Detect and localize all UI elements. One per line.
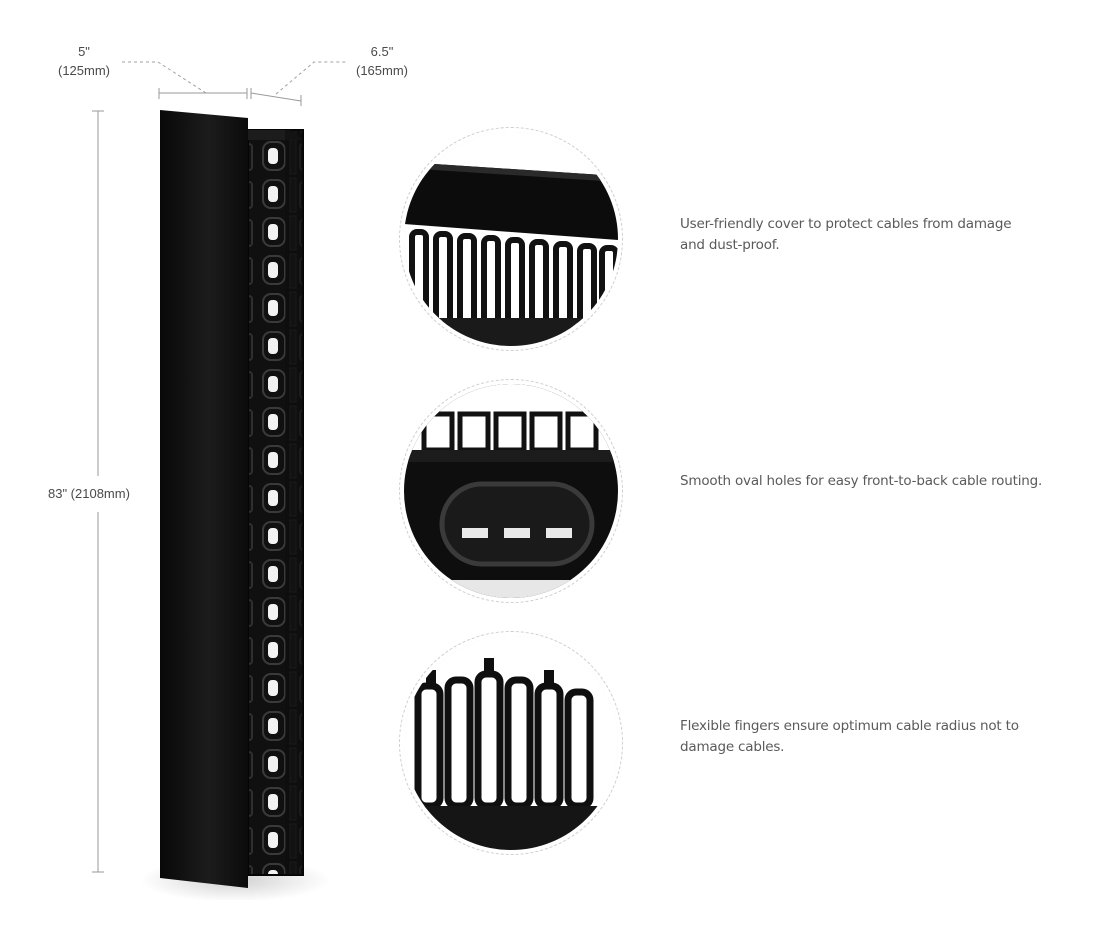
fingers-detail-image: [404, 636, 618, 850]
feature-fingers-text: Flexible fingers ensure optimum cable ra…: [680, 718, 1019, 755]
cover-detail-image: [404, 132, 618, 346]
dimension-width-front-mm: (125mm): [57, 63, 110, 78]
dimension-width-front: 5" (125mm): [48, 42, 120, 80]
dimension-width-front-inches: 5": [78, 44, 90, 59]
cable-manager-image: [140, 100, 330, 900]
dimension-width-side: 6.5" (165mm): [346, 42, 418, 80]
dimension-width-side-inches: 6.5": [370, 44, 394, 59]
feature-oval-holes-text: Smooth oval holes for easy front-to-back…: [680, 473, 1043, 489]
zoom-fingers-detail: [399, 631, 623, 855]
oval-holes-detail-image: [404, 384, 618, 598]
zoom-oval-holes-detail: [399, 379, 623, 603]
zoom-cover-detail: [399, 127, 623, 351]
feature-cover-text: User-friendly cover to protect cables fr…: [680, 216, 1012, 253]
dimension-height: 83" (2108mm): [48, 486, 130, 501]
dimension-width-side-mm: (165mm): [355, 63, 408, 78]
